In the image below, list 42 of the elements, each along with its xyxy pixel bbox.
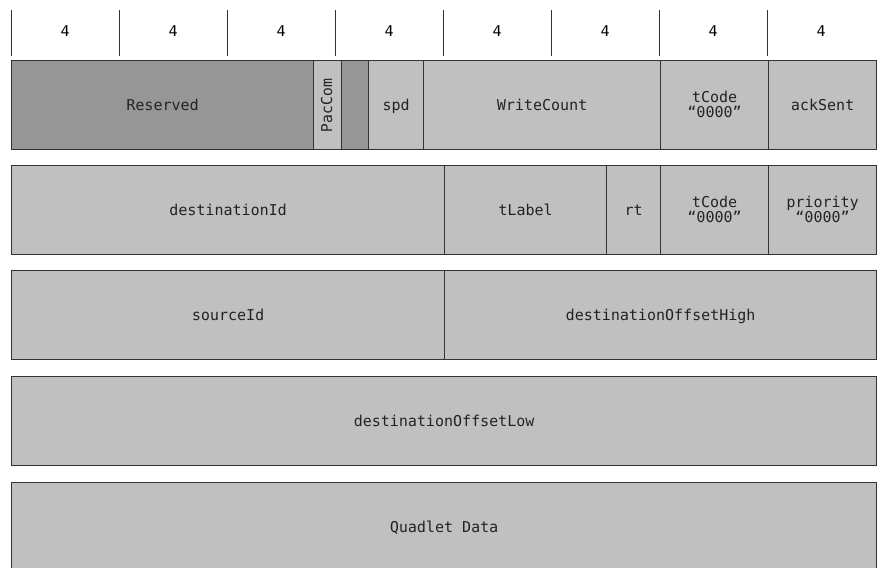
- packet-field: [444, 270, 877, 360]
- bit-width-label: 4: [167, 22, 179, 40]
- field-name: rt: [624, 202, 643, 218]
- bit-width-label: 4: [707, 22, 719, 40]
- packet-field: [768, 60, 877, 150]
- field-name: destinationOffsetLow: [354, 414, 534, 428]
- packet-field: [313, 60, 342, 150]
- packet-field: [11, 60, 314, 150]
- unused-field: [341, 60, 369, 150]
- packet-field: [11, 270, 445, 360]
- packet-field: [660, 60, 769, 150]
- field-name: ackSent: [790, 98, 854, 112]
- field-name: Quadlet Data: [390, 520, 498, 534]
- packet-field: [660, 165, 769, 255]
- field-value: “0000”: [687, 210, 742, 225]
- bit-width-label: 4: [491, 22, 503, 40]
- field-value: “0000”: [687, 105, 742, 120]
- field-name: destinationOffsetHigh: [566, 308, 756, 322]
- packet-field: [768, 165, 877, 255]
- field-name: priority: [786, 195, 859, 210]
- bit-width-label: 4: [383, 22, 395, 40]
- field-name: Reserved: [126, 98, 199, 112]
- field-name: sourceId: [192, 308, 264, 322]
- packet-field: [11, 165, 445, 255]
- packet-field: [444, 165, 607, 255]
- field-name: PacCom: [320, 78, 335, 132]
- bit-width-label: 4: [815, 22, 827, 40]
- packet-field: [423, 60, 661, 150]
- bit-width-label: 4: [599, 22, 611, 40]
- packet-field: [368, 60, 424, 150]
- field-name: tCode: [692, 90, 738, 105]
- packet-field: [606, 165, 661, 255]
- field-name: tLabel: [498, 202, 553, 218]
- packet-field: [11, 376, 877, 466]
- field-value: “0000”: [795, 210, 850, 225]
- field-name: destinationId: [169, 202, 287, 218]
- field-name: tCode: [692, 195, 738, 210]
- field-name: WriteCount: [496, 98, 588, 112]
- packet-field: [11, 482, 877, 568]
- bit-width-label: 4: [59, 22, 71, 40]
- field-name: spd: [382, 98, 410, 112]
- bit-width-label: 4: [275, 22, 287, 40]
